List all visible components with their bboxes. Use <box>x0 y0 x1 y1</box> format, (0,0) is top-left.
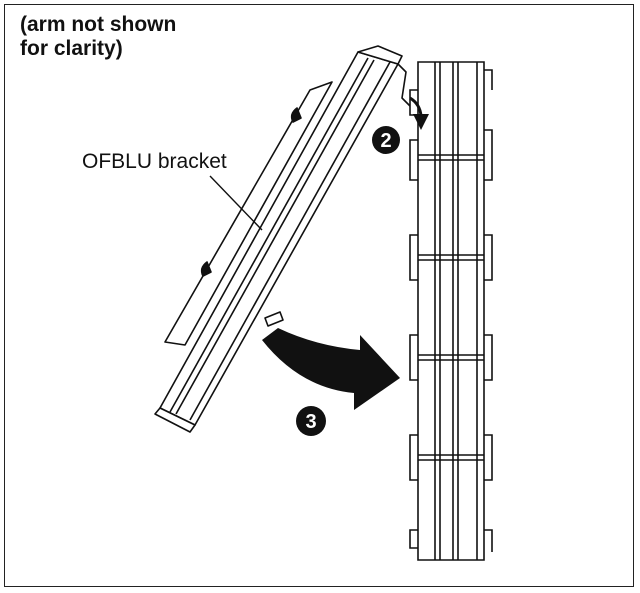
rail-right-notches <box>484 69 493 552</box>
callout-2-badge: 2 <box>372 126 400 154</box>
rack-rail <box>409 61 493 561</box>
clarity-note: (arm not shown for clarity) <box>20 13 176 61</box>
callout-2-number: 2 <box>380 130 391 152</box>
ofblu-bracket-label: OFBLU bracket <box>82 150 227 173</box>
rail-rungs <box>418 154 484 461</box>
clarity-note-line-2: for clarity) <box>20 37 123 60</box>
clarity-note-line-1: (arm not shown <box>20 13 177 36</box>
step-3-arrow <box>262 328 400 410</box>
rail-left-notches <box>409 89 418 549</box>
ofblu-bracket <box>154 45 411 433</box>
step-2-arrow <box>409 96 429 130</box>
bracket-leader-line <box>209 175 263 231</box>
callout-3-badge: 3 <box>296 406 326 436</box>
callout-3-number: 3 <box>305 411 316 433</box>
